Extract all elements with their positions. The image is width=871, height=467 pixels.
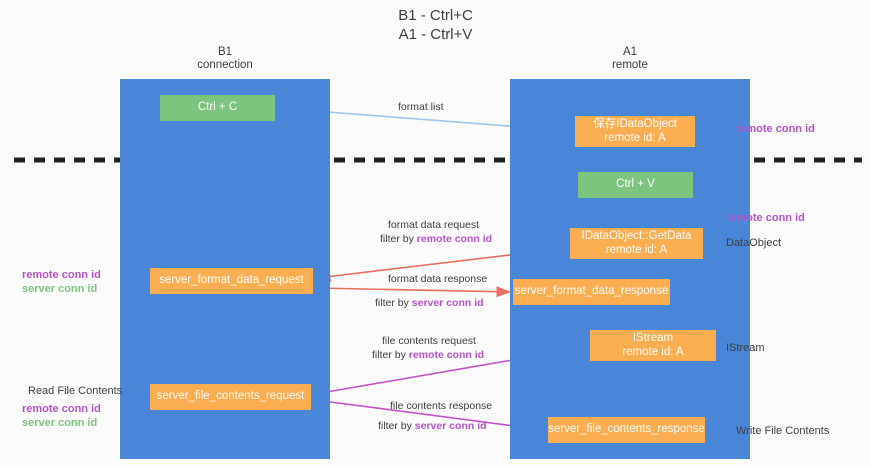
column-header-a1: A1 remote bbox=[612, 46, 648, 71]
node-server-file-contents-response[interactable]: server_file_contents_response bbox=[548, 417, 705, 443]
edge-label-format-data-response-filter: filter by server conn id bbox=[375, 296, 484, 310]
node-server-format-data-request[interactable]: server_format_data_request bbox=[150, 268, 313, 294]
filter-prefix: filter by bbox=[378, 420, 415, 432]
annotation-remote-conn-id-top: remote conn id bbox=[736, 122, 815, 136]
filter-prefix: filter by bbox=[375, 297, 412, 309]
annotation-remote-conn-id: remote conn id bbox=[22, 403, 101, 415]
edge-label-file-contents-response: file contents response bbox=[390, 400, 493, 412]
annotation-conn-ids-bottom: remote conn id server conn id bbox=[22, 402, 101, 430]
edge-label-format-data-request: format data request bbox=[388, 219, 480, 231]
annotation-dataobject: DataObject bbox=[726, 237, 782, 249]
annotation-write-file-contents: Write File Contents bbox=[736, 425, 830, 437]
node-ctrl-v[interactable]: Ctrl + V bbox=[578, 172, 693, 198]
edge-label-file-contents-response-filter: filter by server conn id bbox=[378, 419, 487, 433]
node-istream[interactable]: IStream remote id: A bbox=[590, 330, 716, 361]
annotation-conn-ids-middle: remote conn id server conn id bbox=[22, 268, 101, 296]
annotation-server-conn-id: server conn id bbox=[22, 417, 98, 429]
node-save-idataobject[interactable]: 保存IDataObject remote id: A bbox=[575, 116, 695, 147]
annotation-read-file-contents: Read File Contents bbox=[28, 385, 123, 397]
column-header-b1: B1 connection bbox=[197, 46, 253, 71]
annotation-text: remote conn id bbox=[726, 212, 805, 224]
filter-prefix: filter by bbox=[372, 349, 409, 361]
annotation-text: remote conn id bbox=[736, 123, 815, 135]
page-title: B1 - Ctrl+C A1 - Ctrl+V bbox=[398, 7, 473, 43]
filter-prefix: filter by bbox=[380, 233, 417, 245]
filter-key-remote-conn-id: remote conn id bbox=[408, 349, 485, 361]
edge-label-file-contents-request: file contents request bbox=[382, 335, 476, 347]
edge-label-file-contents-request-filter: filter by remote conn id bbox=[372, 348, 484, 362]
edge-label-format-list: format list bbox=[398, 101, 444, 113]
node-ctrl-c[interactable]: Ctrl + C bbox=[160, 95, 275, 121]
node-server-format-data-response[interactable]: server_format_data_response bbox=[513, 279, 670, 305]
edge-label-format-data-request-filter: filter by remote conn id bbox=[380, 232, 492, 246]
filter-key-remote-conn-id: remote conn id bbox=[416, 233, 493, 245]
filter-key-server-conn-id: server conn id bbox=[414, 420, 487, 432]
filter-key-server-conn-id: server conn id bbox=[411, 297, 484, 309]
annotation-remote-conn-id: remote conn id bbox=[22, 269, 101, 281]
annotation-istream: IStream bbox=[726, 342, 765, 354]
edge-format-data-response bbox=[314, 286, 511, 298]
annotation-remote-conn-id-mid: remote conn id bbox=[726, 211, 805, 225]
node-server-file-contents-request[interactable]: server_file_contents_request bbox=[150, 384, 311, 410]
annotation-server-conn-id: server conn id bbox=[22, 283, 98, 295]
edge-label-format-data-response: format data response bbox=[388, 273, 488, 285]
node-idataobject-getdata[interactable]: IDataObject::GetData remote id: A bbox=[570, 228, 703, 259]
